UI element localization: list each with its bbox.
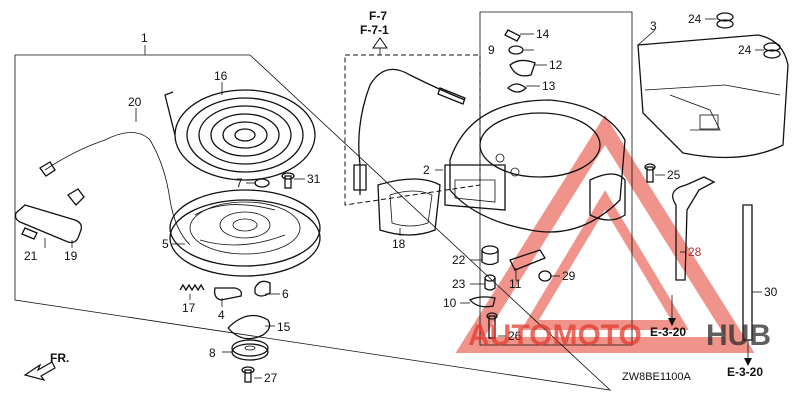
- bracket-11: [509, 249, 546, 271]
- watermark-word-part1: AUTOMOTO: [468, 319, 642, 352]
- part-label-23[interactable]: 23: [452, 277, 466, 291]
- bolt-27: [241, 366, 255, 383]
- part-label-2[interactable]: 2: [423, 163, 430, 177]
- reel-5: [169, 189, 321, 277]
- fan-cover-2: [444, 99, 626, 233]
- air-case-3: [637, 34, 789, 159]
- grommet-24a: [716, 12, 734, 29]
- spring-13: [507, 83, 527, 93]
- bolt-31: [281, 172, 295, 189]
- part-label-30[interactable]: 30: [764, 285, 778, 299]
- part-labels: 1 2 3 4 5 6 7 8 9 10 11 12 13 14 15 16 1…: [24, 12, 778, 385]
- kit-frame-1: [14, 45, 612, 391]
- starter-handle-19: [14, 188, 85, 244]
- bolt-25: [644, 163, 656, 183]
- spring-17: [179, 283, 205, 292]
- part-label-11[interactable]: 11: [509, 277, 522, 291]
- watermark: [455, 114, 755, 353]
- part-label-9[interactable]: 9: [488, 43, 495, 57]
- tube-28: [672, 176, 716, 281]
- part-label-24b[interactable]: 24: [738, 43, 752, 57]
- reference-label-f7-1[interactable]: F-7-1: [360, 23, 389, 37]
- part-label-31[interactable]: 31: [307, 172, 321, 186]
- part-label-22[interactable]: 22: [452, 253, 466, 267]
- watermark-triangle-inner: [521, 190, 689, 330]
- drawing-code: ZW8BE1100A: [622, 371, 692, 383]
- part-label-6[interactable]: 6: [282, 287, 289, 301]
- washer-9: [508, 45, 524, 55]
- reference-label-e3-20-right[interactable]: E-3-20: [727, 365, 763, 379]
- reference-label-e3-20-left[interactable]: E-3-20: [650, 325, 686, 339]
- part-label-7[interactable]: 7: [236, 176, 243, 190]
- rope-end-20: [39, 161, 56, 177]
- part-label-13[interactable]: 13: [542, 79, 556, 93]
- watermark-triangle-outer: [455, 114, 755, 353]
- leader-lines: [44, 18, 764, 379]
- cable-detail-box: [344, 54, 481, 206]
- reference-label-f7[interactable]: F-7: [369, 9, 387, 23]
- direction-label: FR.: [50, 351, 69, 365]
- part-label-27[interactable]: 27: [264, 371, 278, 385]
- rope-clip-21: [21, 227, 38, 240]
- pin-14: [504, 29, 521, 42]
- collar-23: [484, 274, 496, 291]
- part-label-5[interactable]: 5: [162, 237, 169, 251]
- part-label-29[interactable]: 29: [562, 269, 576, 283]
- lever-12: [509, 59, 536, 77]
- spring-6: [254, 280, 271, 297]
- watermark-word-part2: HUB: [706, 319, 771, 352]
- part-label-4[interactable]: 4: [218, 308, 225, 322]
- part-label-3[interactable]: 3: [650, 19, 657, 33]
- tube-30: [742, 204, 753, 341]
- part-label-26[interactable]: 26: [508, 329, 522, 343]
- washer-7: [254, 178, 270, 188]
- part-label-14[interactable]: 14: [536, 27, 550, 41]
- part-label-19[interactable]: 19: [64, 249, 78, 263]
- front-direction-arrow: [23, 361, 56, 382]
- part-label-16[interactable]: 16: [214, 69, 228, 83]
- reference-arrow-up: [372, 37, 388, 49]
- friction-plate-8: [231, 339, 269, 361]
- bolt-26: [486, 312, 498, 339]
- recoil-spring-16: [164, 89, 316, 181]
- part-label-8[interactable]: 8: [209, 346, 216, 360]
- part-label-18[interactable]: 18: [392, 237, 406, 251]
- part-label-20[interactable]: 20: [128, 95, 142, 109]
- friction-spring-15: [227, 314, 271, 340]
- grommet-24b: [763, 42, 781, 59]
- kit-frame-2: [479, 11, 633, 346]
- part-label-1[interactable]: 1: [141, 31, 148, 45]
- part-label-10[interactable]: 10: [443, 296, 457, 310]
- part-label-28[interactable]: 28: [688, 245, 702, 259]
- seal-18: [377, 178, 441, 236]
- watermark-text: AUTOMOTO HUB: [468, 319, 771, 352]
- part-label-17[interactable]: 17: [182, 301, 196, 315]
- starter-rope-20: [44, 132, 191, 246]
- collar-22: [481, 245, 499, 266]
- part-label-15[interactable]: 15: [277, 320, 291, 334]
- part-label-25[interactable]: 25: [667, 168, 681, 182]
- ratchet-4: [213, 287, 243, 301]
- lever-10: [468, 296, 496, 308]
- part-label-24a[interactable]: 24: [688, 12, 702, 26]
- choke-cable: [358, 68, 466, 195]
- clip-29: [538, 270, 552, 282]
- part-label-12[interactable]: 12: [549, 58, 563, 72]
- part-label-21[interactable]: 21: [24, 249, 38, 263]
